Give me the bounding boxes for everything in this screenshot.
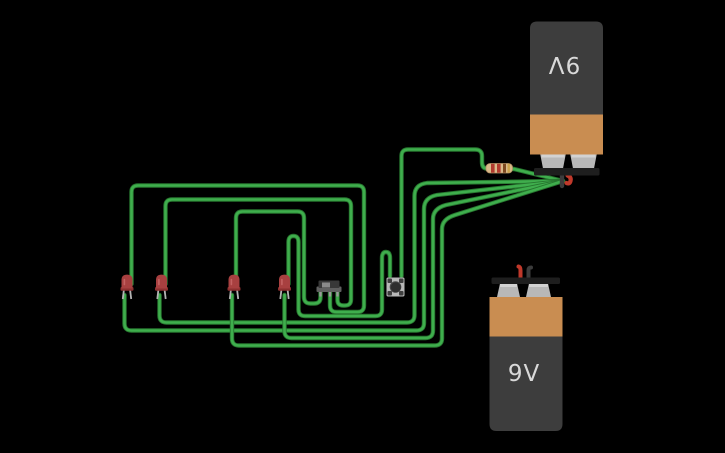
resistor-band-2 <box>497 163 501 173</box>
wire-led3-anode-switch-left[interactable] <box>234 210 322 305</box>
wire-battery-led3-cathode[interactable] <box>230 179 565 347</box>
battery-9v-bottom[interactable]: 9V <box>489 277 563 432</box>
battery-terminal-highlight <box>529 283 548 287</box>
battery-9v-top[interactable]: 9V <box>530 21 603 176</box>
pushbutton-pad <box>399 291 404 296</box>
wire-battery-resistor-button[interactable] <box>400 148 565 278</box>
pushbutton-pad <box>387 278 392 283</box>
led-red-1[interactable] <box>119 273 135 300</box>
pushbutton-pad <box>399 278 404 283</box>
switch-knob <box>322 282 330 288</box>
resistor-band-1 <box>491 163 495 173</box>
resistor-band-3 <box>503 163 506 173</box>
battery-body <box>530 21 603 115</box>
wire-battery-led2-cathode[interactable] <box>158 179 565 324</box>
battery-label: 9V <box>508 361 540 387</box>
pushbutton-pad <box>387 291 392 296</box>
battery-body <box>489 336 563 431</box>
battery-connector-plate <box>491 277 560 284</box>
battery-band <box>489 297 563 337</box>
wire-led2-anode-switch-right[interactable] <box>164 198 353 307</box>
battery-label: 9V <box>548 51 580 77</box>
battery-connector-plate <box>534 168 600 176</box>
slide-switch[interactable] <box>316 280 342 297</box>
resistor[interactable] <box>485 163 513 174</box>
battery-terminal-highlight <box>500 283 517 287</box>
resistor-band-4 <box>507 163 510 173</box>
battery-bottom-lead-negative[interactable] <box>527 266 533 279</box>
wire-led4-anode-button-topleft[interactable] <box>287 234 392 318</box>
wire-battery-led1-cathode[interactable] <box>123 179 565 332</box>
battery-terminal-highlight <box>571 153 596 158</box>
battery-band <box>530 114 603 155</box>
pushbutton[interactable] <box>386 277 405 297</box>
battery-bottom-lead-positive[interactable] <box>517 265 522 279</box>
battery-top-lead-positive[interactable] <box>565 174 572 185</box>
wire-battery-led4-cathode[interactable] <box>283 179 565 340</box>
wire-layer <box>122 147 573 348</box>
wire-led1-anode-switch-center[interactable] <box>130 184 366 314</box>
pushbutton-cap <box>390 282 401 293</box>
battery-terminal-highlight <box>541 153 565 158</box>
